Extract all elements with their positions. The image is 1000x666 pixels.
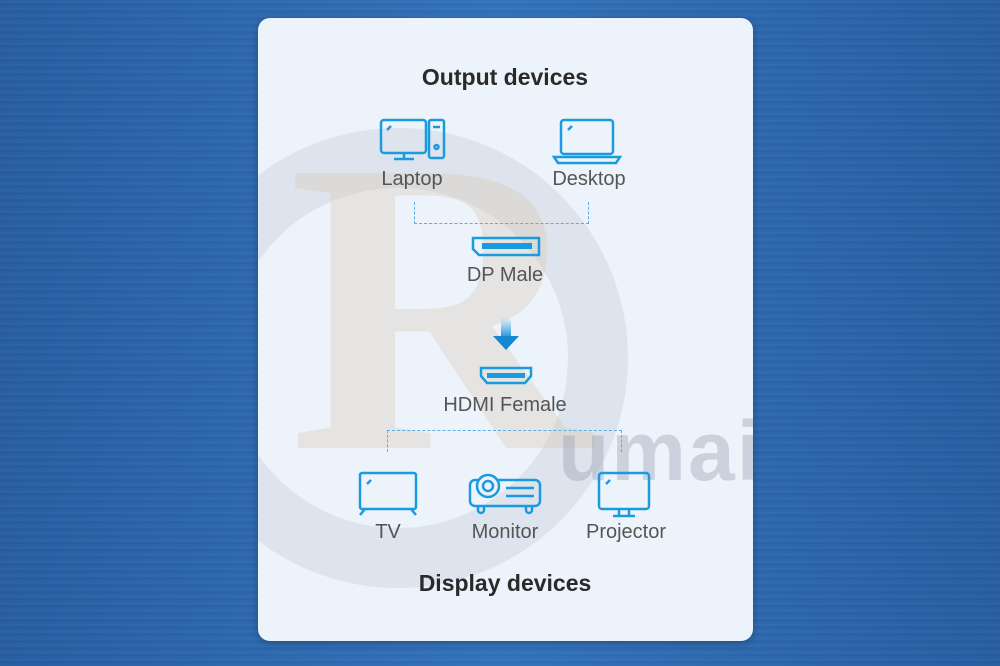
source-label-laptop: Laptop [381,168,443,190]
arrow-down-icon [493,318,519,350]
display-label-projector: Projector [585,521,667,543]
desktop-computer-icon [379,118,446,161]
dp-male-label: DP Male [466,264,544,286]
display-devices-heading: Display devices [418,570,592,596]
tv-icon [358,471,418,516]
output-devices-heading: Output devices [421,64,589,90]
watermark-text: umaih [558,404,753,498]
hdmi-female-label: HDMI Female [443,394,567,416]
displayport-icon [471,236,541,257]
laptop-icon [552,118,622,165]
projector-icon [468,473,542,515]
display-label-tv: TV [375,521,401,543]
hdmi-icon [479,366,533,385]
display-connector-line [387,430,622,452]
diagram-card: R umaih Output devices Laptop Desktop DP… [258,18,753,641]
display-label-monitor: Monitor [471,521,539,543]
source-label-desktop: Desktop [552,168,626,190]
source-connector-line [414,202,589,224]
monitor-icon [597,471,651,518]
